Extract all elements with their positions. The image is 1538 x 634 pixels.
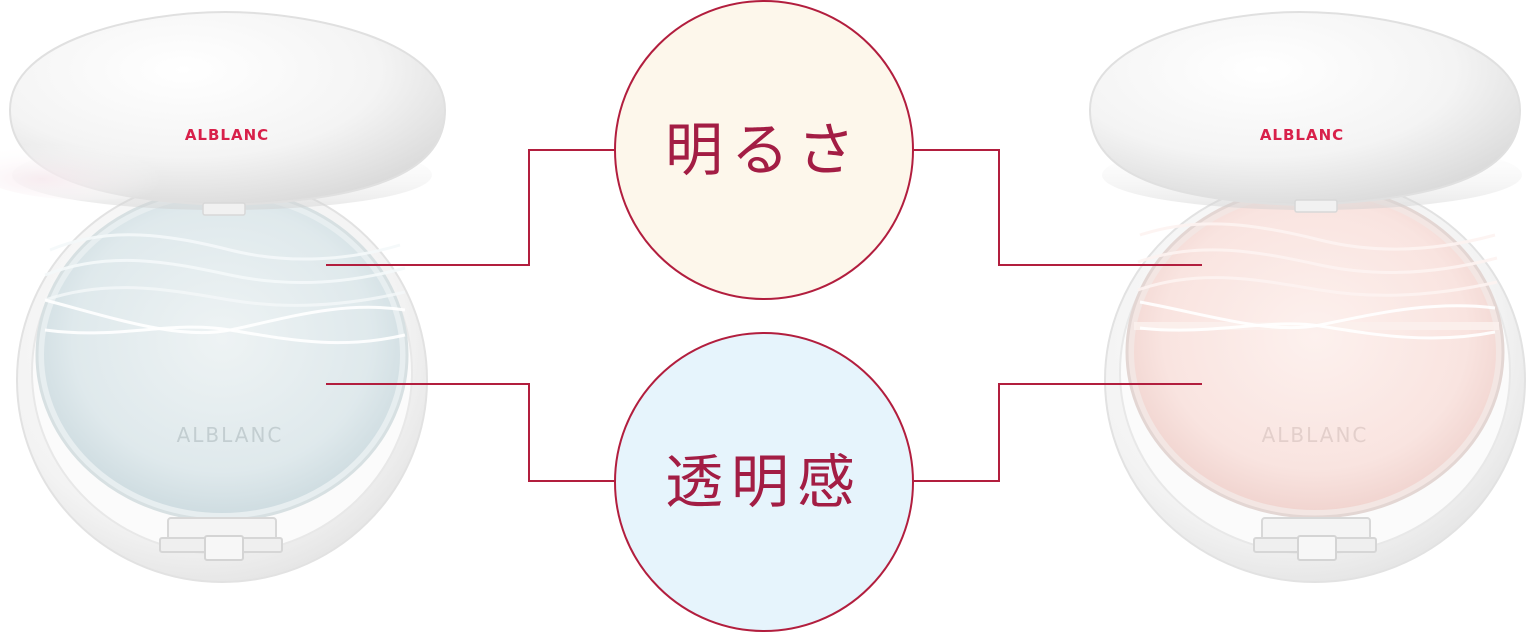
connector-right-top bbox=[914, 149, 1202, 266]
left-lid-brand: ALBLANC bbox=[185, 126, 269, 144]
label-transparency: 透明感 bbox=[665, 448, 863, 516]
left-powder-brand: ALBLANC bbox=[177, 423, 284, 447]
left-clasp bbox=[159, 517, 283, 561]
right-lid-brand: ALBLANC bbox=[1260, 126, 1344, 144]
left-powder bbox=[44, 197, 400, 513]
right-clasp bbox=[1253, 517, 1377, 561]
connector-right-bottom bbox=[914, 383, 1202, 482]
right-lid bbox=[1088, 10, 1522, 207]
connector-lines bbox=[326, 149, 1202, 482]
connector-left-bottom bbox=[326, 383, 614, 482]
label-brightness: 明るさ bbox=[665, 116, 863, 184]
label-circle-top: 明るさ bbox=[614, 0, 914, 300]
label-circle-bottom: 透明感 bbox=[614, 332, 914, 632]
right-powder-brand: ALBLANC bbox=[1262, 423, 1369, 447]
right-compact: ALBLANC ALBLANC bbox=[1088, 10, 1526, 583]
right-powder bbox=[1134, 194, 1496, 510]
connector-left-top bbox=[326, 149, 614, 266]
left-compact: ALBLANC ALBLANC bbox=[0, 10, 447, 583]
